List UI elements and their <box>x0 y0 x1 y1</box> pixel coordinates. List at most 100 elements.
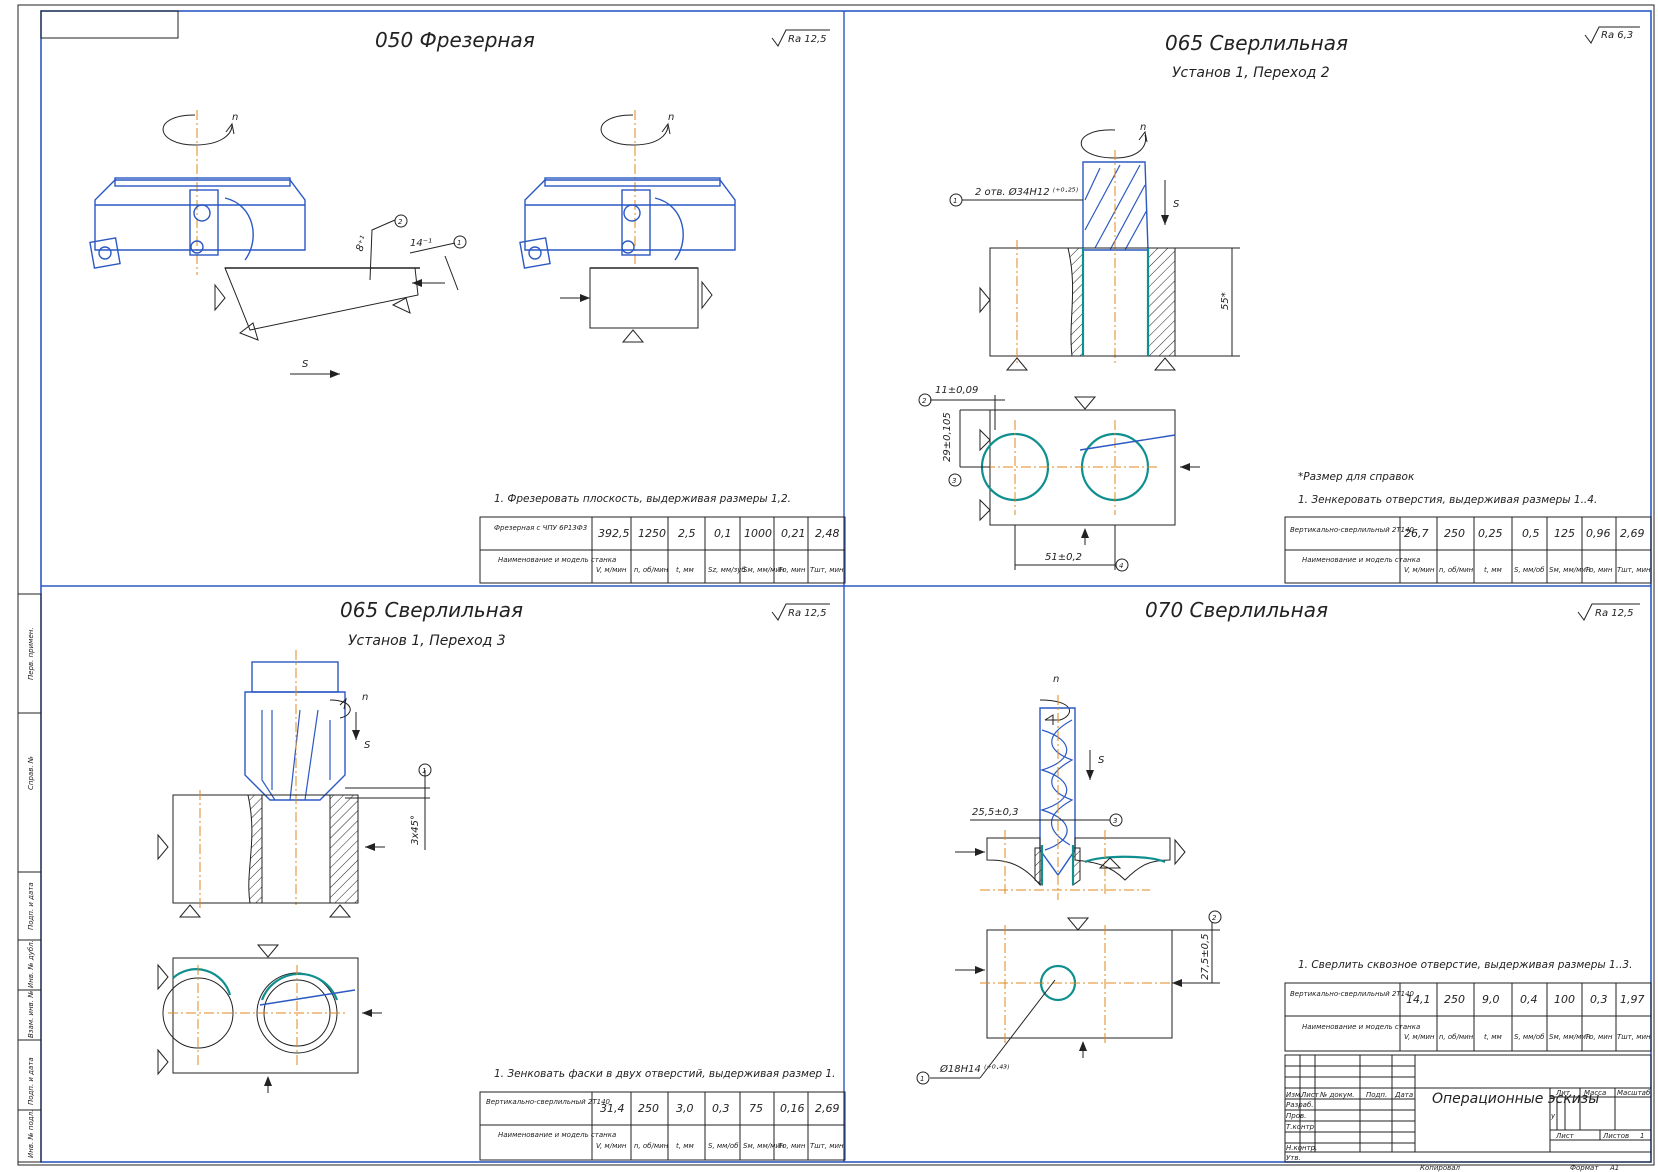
unit-tsht: Tшт, мин <box>1617 566 1651 574</box>
stamp-label-6: Подп. и дата <box>27 1057 35 1105</box>
dim-25: 25,5±0,3 <box>972 807 1019 818</box>
val-sm: 75 <box>749 1102 763 1115</box>
dim-angle-2: 8⁺¹ <box>354 235 370 253</box>
tb-format-value: А1 <box>1609 1164 1619 1172</box>
val-tsht: 2,69 <box>815 1102 840 1115</box>
dim-hole: 2 отв. Ø34H12 ⁽⁺⁰·²⁵⁾ <box>975 186 1079 198</box>
unit-v: V, м/мин <box>1404 1033 1435 1041</box>
callout-3: 3 <box>952 477 956 485</box>
val-to: 0,21 <box>781 527 806 540</box>
label-s: S <box>1173 199 1180 210</box>
callout-2: 2 <box>398 218 403 226</box>
op-title: 070 Сверлильная <box>1145 598 1328 622</box>
unit-to: Tо, мин <box>1585 566 1613 574</box>
roughness-value: Ra 12,5 <box>1595 608 1634 619</box>
machine-name: Фрезерная с ЧПУ 6Р13Ф3 <box>494 524 587 532</box>
val-t: 9,0 <box>1482 993 1500 1006</box>
tb-sheets: Листов <box>1602 1132 1629 1140</box>
tb-tkontr: Т.контр. <box>1286 1123 1316 1131</box>
op-title: 065 Сверлильная <box>340 598 523 622</box>
roughness-value: Ra 6,3 <box>1601 30 1633 41</box>
unit-sm: Sм, мм/мин <box>743 1142 785 1150</box>
label-n: n <box>1140 122 1146 133</box>
row2-head: Наименование и модель станка <box>498 556 616 564</box>
callout-2: 2 <box>922 397 927 405</box>
corner-box <box>40 10 179 39</box>
roughness-mark: Ra 12,5 <box>1577 603 1640 621</box>
dim-chamfer: 3x45° <box>410 815 421 845</box>
stamp-label-4: Инв. № дубл. <box>27 940 35 988</box>
tb-lit: Лит. <box>1555 1089 1572 1097</box>
tb-izm: Изм. <box>1286 1091 1302 1099</box>
tb-razrab: Разраб. <box>1286 1101 1314 1109</box>
tb-date: Дата <box>1394 1091 1413 1099</box>
val-sm: 125 <box>1554 527 1575 540</box>
operation-070: 070 Сверлильная Ra 12,5 n S <box>916 598 1652 1085</box>
unit-sm: Sм, мм/мин <box>1549 1033 1591 1041</box>
row2-head: Наименование и модель станка <box>1302 556 1420 564</box>
dim-angle-1: 14⁻¹ <box>410 238 432 249</box>
mode-table-050: Фрезерная с ЧПУ 6Р13Ф3 Наименование и мо… <box>479 516 846 584</box>
val-v: 14,1 <box>1406 993 1431 1006</box>
val-n: 250 <box>1444 527 1465 540</box>
machine-name: Вертикально-сверлильный 2Т140 <box>1290 526 1415 534</box>
dim-d: Ø18H14 ⁽⁺⁰·⁴³⁾ <box>939 1063 1010 1075</box>
label-s: S <box>302 359 309 370</box>
tb-mass: Масса <box>1584 1089 1606 1097</box>
label-n: n <box>362 692 368 703</box>
tb-sheet: Лист <box>1555 1132 1575 1140</box>
unit-s: S, мм/об <box>1514 1033 1545 1041</box>
unit-t: t, мм <box>676 1142 694 1150</box>
stamp-label-1: Перв. примен. <box>27 627 35 680</box>
title-block: Изм. Лист № докум. Подп. Дата Разраб. Пр… <box>1284 1054 1652 1172</box>
dim-27: 27,5±0,5 <box>1200 933 1211 980</box>
val-t: 3,0 <box>676 1102 694 1115</box>
sheet-frame: Перв. примен. Справ. № Подп. и дата Инв.… <box>17 4 1655 1166</box>
stamp-label-2: Справ. № <box>27 756 35 790</box>
val-sm: 100 <box>1554 993 1575 1006</box>
label-s: S <box>364 740 371 751</box>
note-ref: *Размер для справок <box>1298 471 1415 483</box>
val-to: 0,96 <box>1586 527 1611 540</box>
tb-scale: Масштаб <box>1617 1089 1651 1097</box>
val-t: 0,25 <box>1478 527 1503 540</box>
tb-u: у <box>1550 1112 1556 1120</box>
tb-list: Лист <box>1300 1091 1320 1099</box>
unit-v: V, м/мин <box>596 566 627 574</box>
operation-065-step2: 065 Сверлильная Установ 1, Переход 2 Ra … <box>918 26 1652 584</box>
unit-t: t, мм <box>676 566 694 574</box>
val-tsht: 2,69 <box>1620 527 1645 540</box>
label-n-2: n <box>668 112 674 123</box>
tb-utv: Утв. <box>1286 1154 1301 1162</box>
val-v: 26,7 <box>1404 527 1429 540</box>
unit-s: S, мм/об <box>1514 566 1545 574</box>
roughness-mark: Ra 6,3 <box>1584 26 1640 44</box>
op-note: 1. Сверлить сквозное отверстие, выдержив… <box>1298 959 1632 971</box>
unit-to: Tо, мин <box>1585 1033 1613 1041</box>
op-note: 1. Зенкеровать отверстия, выдерживая раз… <box>1298 494 1597 506</box>
val-to: 0,3 <box>1590 993 1608 1006</box>
val-n: 1250 <box>638 527 666 540</box>
stamp-label-7: Инв. № подл. <box>27 1110 35 1158</box>
row2-head: Наименование и модель станка <box>1302 1023 1420 1031</box>
op-subtitle: Установ 1, Переход 3 <box>348 633 506 649</box>
unit-tsht: Tшт, мин <box>810 1142 844 1150</box>
dim-51: 51±0,2 <box>1045 552 1082 563</box>
tb-prov: Пров. <box>1286 1112 1306 1120</box>
doc-title: Операционные эскизы <box>1432 1091 1599 1107</box>
roughness-value: Ra 12,5 <box>788 34 827 45</box>
val-s: 0,4 <box>1520 993 1538 1006</box>
label-n: n <box>232 112 238 123</box>
callout-3: 3 <box>1113 817 1117 825</box>
unit-s: S, мм/об <box>708 1142 739 1150</box>
tb-ndoc: № докум. <box>1319 1091 1355 1099</box>
dim-29: 29±0,105 <box>942 412 953 462</box>
row2-head: Наименование и модель станка <box>498 1131 616 1139</box>
unit-to: Tо, мин <box>778 1142 806 1150</box>
unit-v: V, м/мин <box>1404 566 1435 574</box>
side-stamp: Перв. примен. Справ. № Подп. и дата Инв.… <box>17 593 42 1163</box>
tb-copied: Копировал <box>1420 1164 1461 1172</box>
val-tsht: 2,48 <box>815 527 840 540</box>
op-title: 065 Сверлильная <box>1165 31 1348 55</box>
callout-1: 1 <box>457 239 461 247</box>
